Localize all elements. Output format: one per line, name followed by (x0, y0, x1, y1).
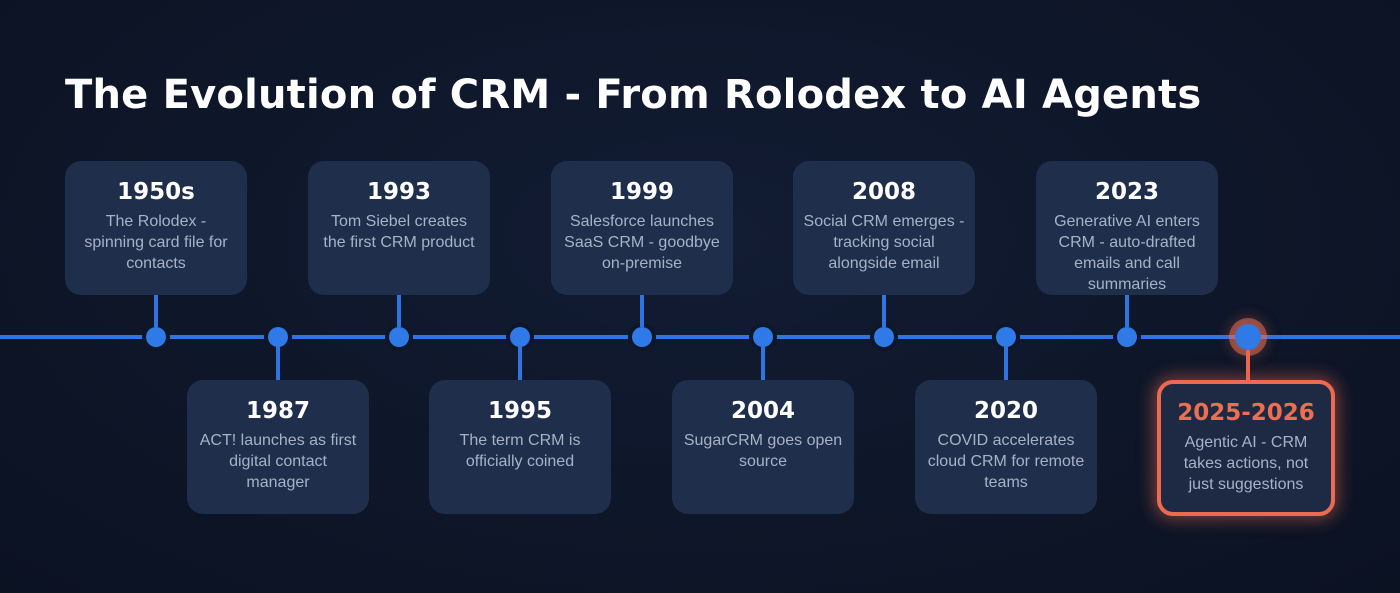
milestone-year: 1995 (487, 398, 552, 424)
milestone-year: 2023 (1094, 179, 1159, 205)
timeline-connector (640, 295, 644, 327)
milestone-description: SugarCRM goes open source (683, 432, 843, 470)
timeline-connector (761, 347, 765, 380)
timeline-dot-current (1235, 324, 1261, 350)
timeline-dot (389, 327, 409, 347)
milestone-year: 2004 (730, 398, 795, 424)
timeline-connector (518, 347, 522, 380)
milestone-year: 2025-2026 (1177, 400, 1315, 426)
timeline-connector (1125, 295, 1129, 327)
timeline-connector (397, 295, 401, 327)
milestone-description: The Rolodex - spinning card file for con… (84, 213, 228, 272)
milestone-year: 2008 (851, 179, 916, 205)
timeline-connector (1004, 347, 1008, 380)
timeline-dot (1117, 327, 1137, 347)
milestone-year: 1950s (117, 179, 195, 205)
milestone-description: Tom Siebel creates the first CRM product (323, 213, 475, 251)
milestone-description: Agentic AI - CRM takes actions, not just… (1183, 434, 1309, 493)
milestone-description: Salesforce launches SaaS CRM - goodbye o… (564, 213, 720, 272)
milestone-description: Social CRM emerges - tracking social alo… (803, 213, 965, 272)
timeline-dot (874, 327, 894, 347)
timeline-connector (882, 295, 886, 327)
timeline-dot (510, 327, 530, 347)
timeline-dot (753, 327, 773, 347)
timeline-dot (632, 327, 652, 347)
milestone-description: COVID accelerates cloud CRM for remote t… (927, 432, 1085, 491)
milestone-year: 1993 (366, 179, 431, 205)
timeline-dot (996, 327, 1016, 347)
timeline-axis (0, 335, 1400, 339)
milestone-year: 1987 (245, 398, 310, 424)
milestone-description: ACT! launches as first digital contact m… (199, 432, 357, 491)
milestone-year: 1999 (609, 179, 674, 205)
timeline-connector (276, 347, 280, 380)
milestone-year: 2020 (973, 398, 1038, 424)
timeline-dot (268, 327, 288, 347)
timeline-connector (154, 295, 158, 327)
milestone-description: The term CRM is officially coined (459, 432, 581, 470)
page-title: The Evolution of CRM - From Rolodex to A… (65, 72, 1202, 118)
timeline-connector (1246, 350, 1250, 380)
milestone-description: Generative AI enters CRM - auto-drafted … (1054, 213, 1200, 293)
timeline-dot (146, 327, 166, 347)
